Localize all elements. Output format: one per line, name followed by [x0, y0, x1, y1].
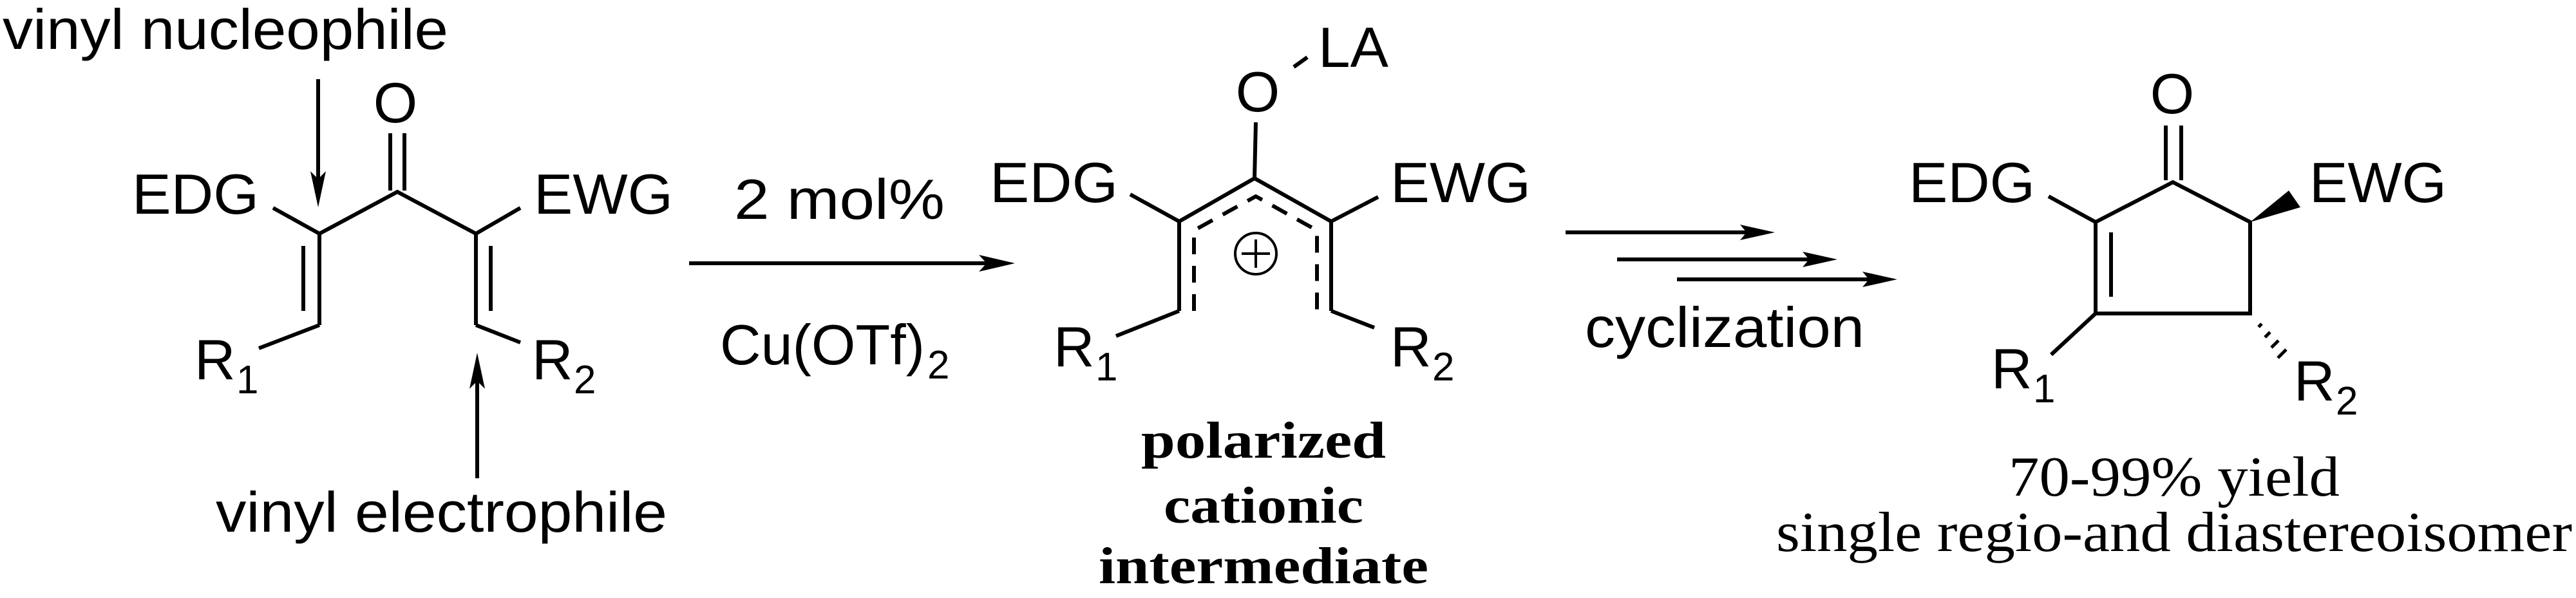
prod-oxygen: O [2150, 62, 2194, 126]
multistep-arrow-2-head-icon [1803, 252, 1837, 267]
prod-r1-bond [2049, 312, 2098, 357]
prod-ewg-label: EWG [2309, 151, 2447, 214]
sm-edg-bond [272, 206, 321, 236]
cyclization-label: cyclization [1585, 295, 1864, 359]
sm-ewg-label: EWG [534, 162, 673, 226]
int-edg-bond [1129, 192, 1180, 223]
step1: 2 mol% Cu(OTf) 2 [689, 167, 1015, 388]
sm-r1-label: R [194, 328, 236, 391]
int-delocalized-bond [1192, 194, 1319, 311]
int-edg-label: EDG [990, 151, 1118, 214]
sm-r1-bond [258, 323, 321, 350]
int-r2-subscript: 2 [1432, 345, 1454, 389]
sm-r2-bond [475, 323, 522, 344]
int-lewis-acid: LA [1318, 15, 1388, 79]
electrophile-annotation: vinyl electrophile [216, 480, 667, 544]
sm-edg-label: EDG [132, 162, 259, 226]
multistep-arrow-3-head-icon [1862, 272, 1897, 287]
sm-oxygen: O [374, 71, 417, 135]
product: O EDG EWG R 1 R 2 70-99% yield single re… [1776, 62, 2572, 564]
int-o-c-bond [1253, 122, 1258, 179]
nucleophile-arrow-head-icon [310, 171, 326, 207]
selectivity-text: single regio-and diastereoisomer [1776, 501, 2572, 564]
prod-cyclopentenone-ring [2094, 180, 2252, 315]
cation-charge-icon [1234, 232, 1278, 276]
catalyst-subscript: 2 [927, 343, 949, 388]
int-r1-bond [1115, 309, 1180, 338]
prod-r1-subscript: 1 [2033, 367, 2055, 411]
catalyst-loading: 2 mol% [734, 167, 945, 231]
yield-text: 70-99% yield [2009, 446, 2340, 509]
prod-edg-label: EDG [1909, 151, 2035, 214]
electrophile-arrow-head-icon [469, 353, 485, 389]
prod-r2-subscript: 2 [2336, 379, 2358, 424]
int-oxygen: O [1236, 60, 1280, 124]
int-r1-label: R [1054, 315, 1095, 378]
int-r2-label: R [1390, 315, 1432, 378]
int-r1-subscript: 1 [1095, 345, 1117, 389]
prod-edg-bond [2047, 194, 2097, 224]
nucleophile-annotation: vinyl nucleophile [3, 0, 448, 61]
sm-r2-label: R [532, 328, 573, 391]
int-caption-line-3: intermediate [1099, 538, 1428, 595]
int-backbone [1178, 176, 1332, 223]
sm-backbone [318, 189, 477, 236]
prod-wedge-bond [2250, 191, 2300, 222]
intermediate: O LA EDG EWG R 1 R 2 polarized cationic … [990, 15, 1531, 595]
multistep-arrow-1-head-icon [1740, 225, 1775, 240]
int-o-la-bond [1293, 55, 1309, 69]
prod-r2-label: R [2294, 349, 2335, 413]
prod-hashed-bond [2257, 322, 2287, 359]
prod-r1-label: R [1991, 337, 2032, 400]
int-caption-line-2: cationic [1164, 478, 1363, 534]
int-caption-line-1: polarized [1141, 413, 1386, 469]
sm-ewg-bond [475, 206, 522, 236]
catalyst-name: Cu(OTf) [720, 313, 925, 377]
step2: cyclization [1566, 225, 1897, 359]
sm-r1-subscript: 1 [236, 358, 258, 402]
int-ewg-bond [1330, 195, 1379, 223]
sm-r2-subscript: 2 [574, 358, 596, 402]
reaction-arrow-1-head-icon [979, 255, 1015, 272]
int-r2-bond [1330, 309, 1376, 330]
starting-material: vinyl nucleophile O EDG EWG R 1 R 2 viny… [3, 0, 673, 544]
int-ewg-label: EWG [1390, 151, 1531, 214]
